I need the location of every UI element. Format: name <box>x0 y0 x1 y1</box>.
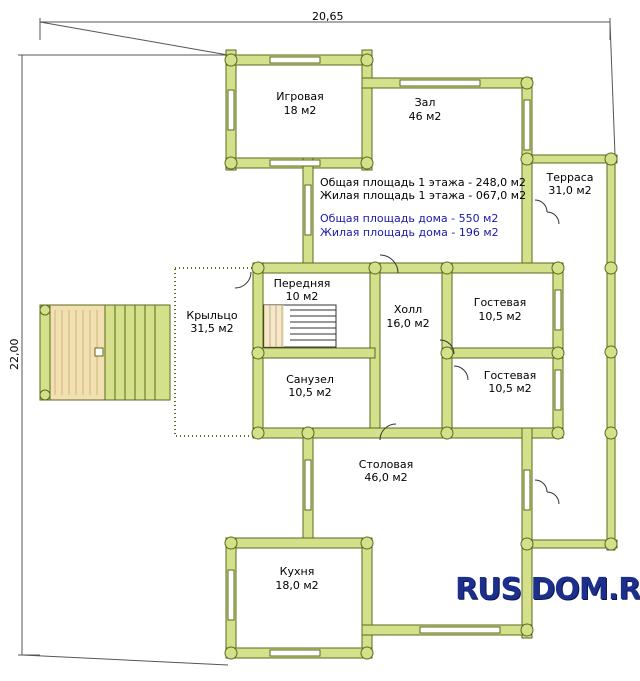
room-area-entry: 10 м2 <box>286 290 319 303</box>
room-area-kitchen: 18,0 м2 <box>275 579 318 592</box>
room-name-bathroom: Санузел <box>286 373 334 386</box>
staircase <box>263 304 337 348</box>
room-name-porch: Крыльцо <box>186 309 237 322</box>
height-dimension-label: 22,00 <box>8 339 21 371</box>
room-name-playroom: Игровая <box>276 90 324 103</box>
room-name-guest-1: Гостевая <box>474 296 527 309</box>
room-name-hall-main: Зал <box>415 96 436 109</box>
room-area-guest-2: 10,5 м2 <box>488 382 531 395</box>
room-name-guest-2: Гостевая <box>484 369 537 382</box>
room-area-hall-main: 46 м2 <box>409 110 442 123</box>
porch-deck <box>39 304 171 401</box>
room-name-kitchen: Кухня <box>280 565 315 578</box>
floor1-total-area: Общая площадь 1 этажа - 248,0 м2 <box>320 176 526 189</box>
doors <box>234 199 560 505</box>
room-area-dining: 46,0 м2 <box>364 471 407 484</box>
room-area-playroom: 18 м2 <box>284 104 317 117</box>
room-area-bathroom: 10,5 м2 <box>288 386 331 399</box>
room-area-lobby: 16,0 м2 <box>386 317 429 330</box>
room-area-guest-1: 10,5 м2 <box>478 310 521 323</box>
brand-logo: RUS DOM.RU <box>455 572 640 607</box>
log-ends <box>39 53 618 660</box>
width-dimension-label: 20,65 <box>312 10 344 23</box>
room-labels: Игровая 18 м2 Зал 46 м2 Терраса 31,0 м2 … <box>186 90 593 592</box>
room-name-dining: Столовая <box>359 458 413 471</box>
room-name-terrace: Терраса <box>546 171 594 184</box>
windows <box>227 56 562 657</box>
room-area-terrace: 31,0 м2 <box>548 184 591 197</box>
house-living-area: Жилая площадь дома - 196 м2 <box>320 226 499 239</box>
house-total-area: Общая площадь дома - 550 м2 <box>320 212 498 225</box>
room-name-entry: Передняя <box>274 277 331 290</box>
room-area-porch: 31,5 м2 <box>190 322 233 335</box>
dimension-lines <box>18 18 616 666</box>
room-name-lobby: Холл <box>394 303 422 316</box>
area-summary: Общая площадь 1 этажа - 248,0 м2 Жилая п… <box>320 176 526 239</box>
porch-railing <box>174 267 261 437</box>
floor1-living-area: Жилая площадь 1 этажа - 067,0 м2 <box>320 189 526 202</box>
